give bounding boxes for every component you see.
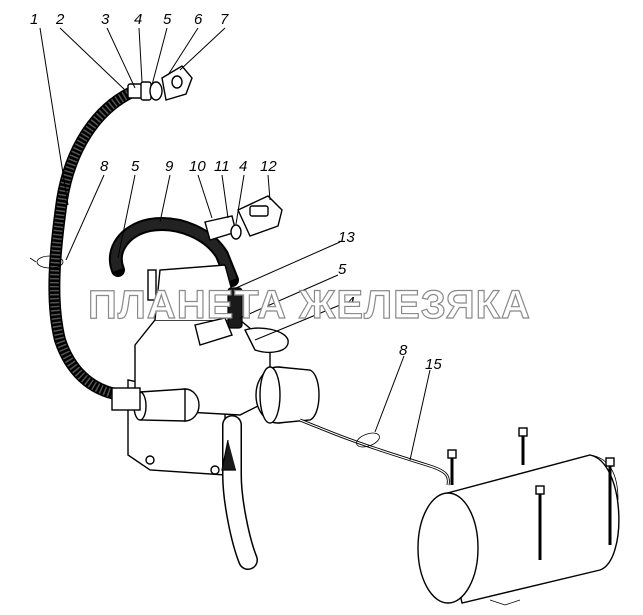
callout-4-mid: 4 [239,158,247,175]
intake-fittings [204,195,283,241]
callout-labels: 1 2 3 4 5 6 7 8 5 9 10 11 4 12 13 5 14 8… [30,11,442,373]
exhaust-pipe-connector [111,387,141,411]
callout-12: 12 [260,158,277,175]
connector-hose [227,287,289,353]
watermark-text: ПЛАНЕТА ЖЕЛЕЗЯКА [88,283,531,327]
callout-5-mid: 5 [131,158,140,175]
callout-9: 9 [165,158,174,175]
corrugated-exhaust-hose [48,86,138,401]
fuel-tank [417,427,620,606]
callout-6: 6 [194,11,203,28]
outlet-pipe [221,415,258,570]
callout-4: 4 [134,11,142,28]
combustion-chamber [255,366,320,424]
leader-lines [39,27,431,461]
callout-5: 5 [163,11,172,28]
callout-2: 2 [55,11,65,28]
callout-8-upper: 8 [100,158,109,175]
callout-7: 7 [220,11,229,28]
callout-3: 3 [101,11,110,28]
callout-15: 15 [425,356,442,373]
callout-14: 14 [338,294,355,311]
fuel-pump-motor [133,388,200,422]
callout-1: 1 [30,11,38,28]
fuel-line [299,418,450,486]
fuel-line-clamp [356,432,380,448]
hose-clamp-upper [29,255,64,269]
exhaust-outlet-fittings [127,65,193,101]
callout-10: 10 [189,158,206,175]
callout-13: 13 [338,229,355,246]
callout-5-lower: 5 [338,261,347,278]
callout-11: 11 [214,158,230,175]
callout-8-lower: 8 [399,342,408,359]
intake-air-hose [108,217,239,287]
